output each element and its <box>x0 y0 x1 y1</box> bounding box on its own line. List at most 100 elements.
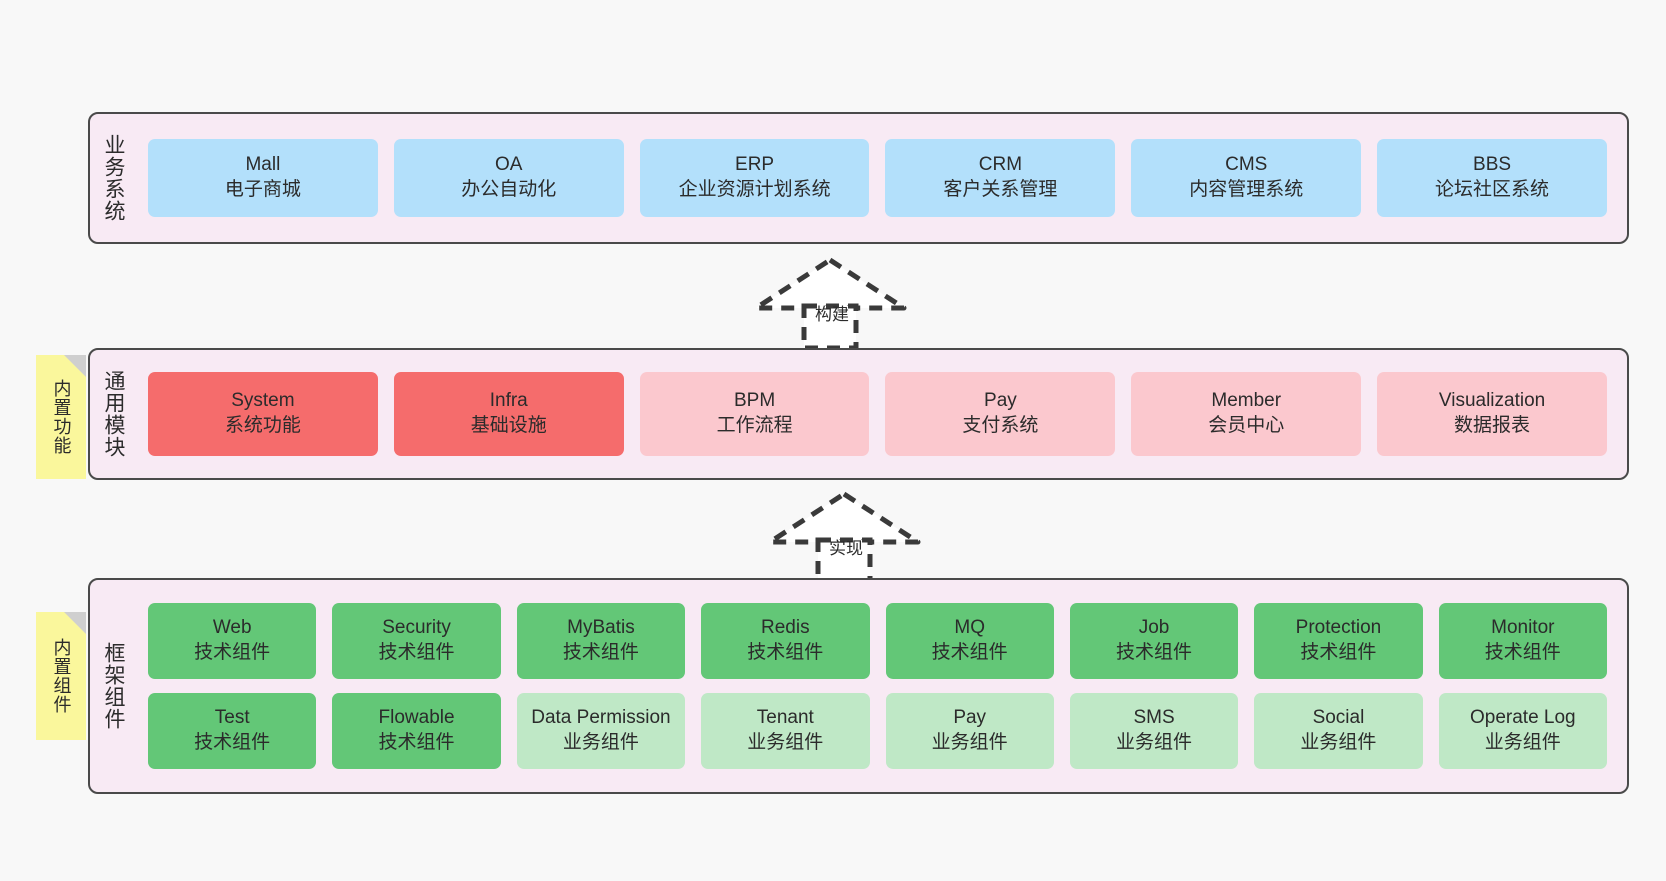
card-framework-r1-4[interactable]: Pay 业务组件 <box>885 693 1054 769</box>
card-framework-r1-2[interactable]: Data Permission 业务组件 <box>516 693 686 769</box>
card-subtitle: 技术组件 <box>1484 642 1561 663</box>
card-title: BBS <box>1473 154 1512 176</box>
card-business-3[interactable]: CRM 客户关系管理 <box>885 139 1116 217</box>
card-subtitle: 数据报表 <box>1454 415 1531 436</box>
card-subtitle: 企业资源计划系统 <box>678 179 831 200</box>
card-framework-r1-0[interactable]: Test 技术组件 <box>148 693 317 769</box>
card-business-2[interactable]: ERP 企业资源计划系统 <box>639 139 870 217</box>
connector-build-label: 构建 <box>815 305 849 324</box>
card-title: Redis <box>761 617 810 639</box>
layer-framework-components: 框架组件 Web 技术组件 Security 技术组件 MyBatis 技术组件 Redis… <box>88 578 1629 794</box>
card-subtitle: 内容管理系统 <box>1189 179 1304 200</box>
card-framework-r0-1[interactable]: Security 技术组件 <box>332 603 501 679</box>
card-subtitle: 技术组件 <box>378 732 455 753</box>
card-subtitle: 客户关系管理 <box>943 179 1058 200</box>
card-title: OA <box>495 154 523 176</box>
card-subtitle: 支付系统 <box>962 415 1039 436</box>
note-builtin-features-label: 内置功能 <box>51 379 72 455</box>
card-framework-r1-6[interactable]: Social 业务组件 <box>1254 693 1423 769</box>
layer-framework-label: 框架组件 <box>101 642 125 730</box>
card-subtitle: 工作流程 <box>716 415 793 436</box>
card-subtitle: 技术组件 <box>1116 642 1193 663</box>
card-framework-r0-7[interactable]: Monitor 技术组件 <box>1438 603 1607 679</box>
card-subtitle: 技术组件 <box>931 642 1008 663</box>
card-title: CRM <box>978 154 1023 176</box>
card-subtitle: 业务组件 <box>1484 732 1561 753</box>
card-title: Tenant <box>756 707 814 729</box>
card-title: Visualization <box>1438 390 1546 412</box>
card-framework-r0-2[interactable]: MyBatis 技术组件 <box>516 603 686 679</box>
card-title: Operate Log <box>1469 707 1576 729</box>
connector-implement-arrow <box>767 491 921 585</box>
card-framework-r1-7[interactable]: Operate Log 业务组件 <box>1438 693 1607 769</box>
note-builtin-features: 内置功能 <box>36 355 86 479</box>
card-title: CMS <box>1225 154 1268 176</box>
card-subtitle: 业务组件 <box>1116 732 1193 753</box>
card-framework-r1-1[interactable]: Flowable 技术组件 <box>332 693 501 769</box>
card-framework-r0-0[interactable]: Web 技术组件 <box>148 603 317 679</box>
card-framework-r1-3[interactable]: Tenant 业务组件 <box>701 693 870 769</box>
card-framework-r1-5[interactable]: SMS 业务组件 <box>1069 693 1239 769</box>
card-subtitle: 论坛社区系统 <box>1435 179 1550 200</box>
card-title: Flowable <box>378 707 455 729</box>
connector-build-arrow <box>753 257 907 351</box>
card-title: Monitor <box>1491 617 1555 639</box>
card-title: Web <box>212 617 252 639</box>
card-framework-r0-5[interactable]: Job 技术组件 <box>1069 603 1239 679</box>
card-business-1[interactable]: OA 办公自动化 <box>393 139 624 217</box>
card-subtitle: 技术组件 <box>194 732 271 753</box>
note-builtin-components: 内置组件 <box>36 612 86 740</box>
card-subtitle: 系统功能 <box>224 415 301 436</box>
card-subtitle: 业务组件 <box>747 732 824 753</box>
connector-implement: 实现 <box>766 490 926 585</box>
card-title: MQ <box>954 617 985 639</box>
card-subtitle: 业务组件 <box>931 732 1008 753</box>
connector-build: 构建 <box>752 256 912 351</box>
card-title: SMS <box>1133 707 1175 729</box>
card-subtitle: 业务组件 <box>1300 732 1377 753</box>
layer-business-label: 业务系统 <box>101 134 125 222</box>
card-title: Data Permission <box>531 707 671 729</box>
card-framework-r0-4[interactable]: MQ 技术组件 <box>885 603 1054 679</box>
card-subtitle: 会员中心 <box>1208 415 1285 436</box>
card-module-0[interactable]: System 系统功能 <box>148 372 378 456</box>
layer-module-label: 通用模块 <box>101 370 125 458</box>
card-title: Security <box>382 617 451 639</box>
card-title: Social <box>1312 707 1365 729</box>
card-subtitle: 电子商城 <box>224 179 301 200</box>
card-title: MyBatis <box>567 617 635 639</box>
note-fold-corner-icon <box>64 612 86 634</box>
card-title: ERP <box>735 154 775 176</box>
card-title: Pay <box>984 390 1017 412</box>
card-subtitle: 技术组件 <box>378 642 455 663</box>
card-title: System <box>231 390 295 412</box>
card-module-3[interactable]: Pay 支付系统 <box>885 372 1116 456</box>
card-subtitle: 办公自动化 <box>461 179 557 200</box>
card-module-5[interactable]: Visualization 数据报表 <box>1377 372 1607 456</box>
card-subtitle: 技术组件 <box>194 642 271 663</box>
card-business-5[interactable]: BBS 论坛社区系统 <box>1377 139 1607 217</box>
note-fold-corner-icon <box>64 355 86 377</box>
card-subtitle: 业务组件 <box>562 732 639 753</box>
card-subtitle: 技术组件 <box>562 642 639 663</box>
card-business-4[interactable]: CMS 内容管理系统 <box>1131 139 1362 217</box>
card-title: Job <box>1138 617 1170 639</box>
card-subtitle: 技术组件 <box>1300 642 1377 663</box>
card-title: Pay <box>953 707 987 729</box>
card-title: Test <box>214 707 250 729</box>
card-subtitle: 基础设施 <box>470 415 547 436</box>
